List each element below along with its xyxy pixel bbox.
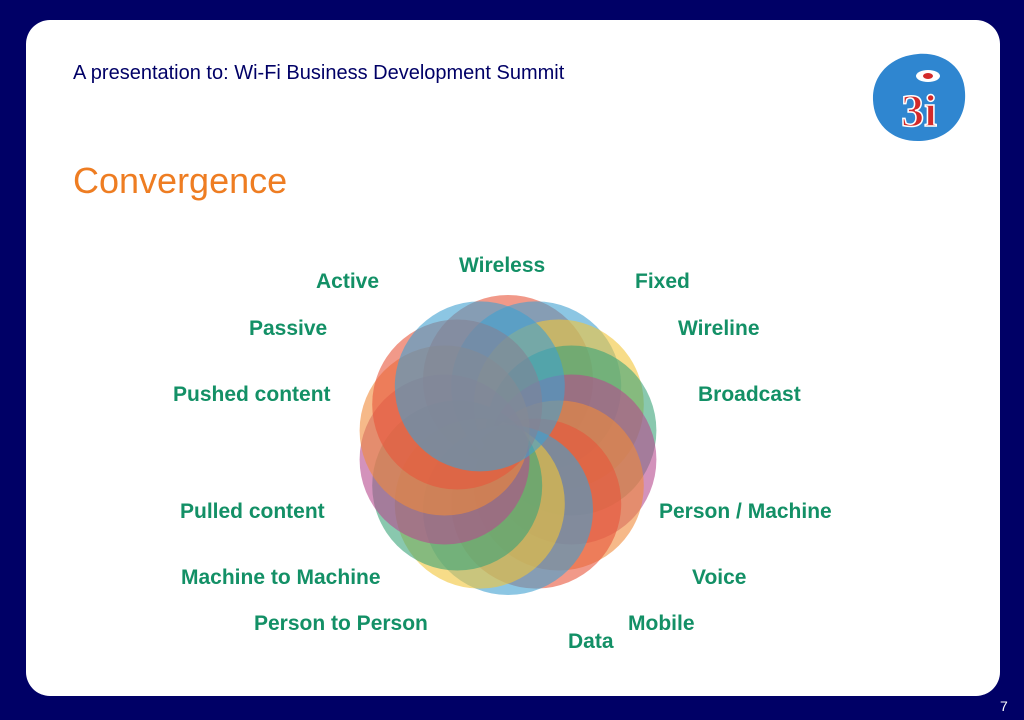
diagram-label: Mobile: [628, 612, 695, 635]
diagram-label: Pushed content: [173, 383, 331, 406]
logo-badge: [872, 53, 966, 142]
company-logo: 3i: [872, 53, 966, 142]
page-number: 7: [1000, 698, 1008, 714]
diagram-label: Person / Machine: [659, 500, 832, 523]
diagram-label: Wireline: [678, 317, 760, 340]
diagram-label: Broadcast: [698, 383, 801, 406]
convergence-circle: [394, 301, 565, 472]
logo-text: 3i: [901, 85, 937, 136]
diagram-label: Person to Person: [254, 612, 428, 635]
diagram-label: Wireless: [459, 254, 546, 277]
diagram-label: Fixed: [635, 270, 690, 293]
diagram-label: Voice: [692, 566, 747, 589]
diagram-label: Machine to Machine: [181, 566, 381, 589]
diagram-label: Passive: [249, 317, 328, 340]
convergence-circles: [359, 295, 657, 595]
diagram-label: Pulled content: [180, 500, 325, 523]
diagram-label: Data: [568, 630, 614, 653]
slide-title: Convergence: [73, 160, 288, 201]
diagram-label: Active: [316, 270, 380, 293]
presentation-subtitle: A presentation to: Wi-Fi Business Develo…: [73, 62, 565, 84]
